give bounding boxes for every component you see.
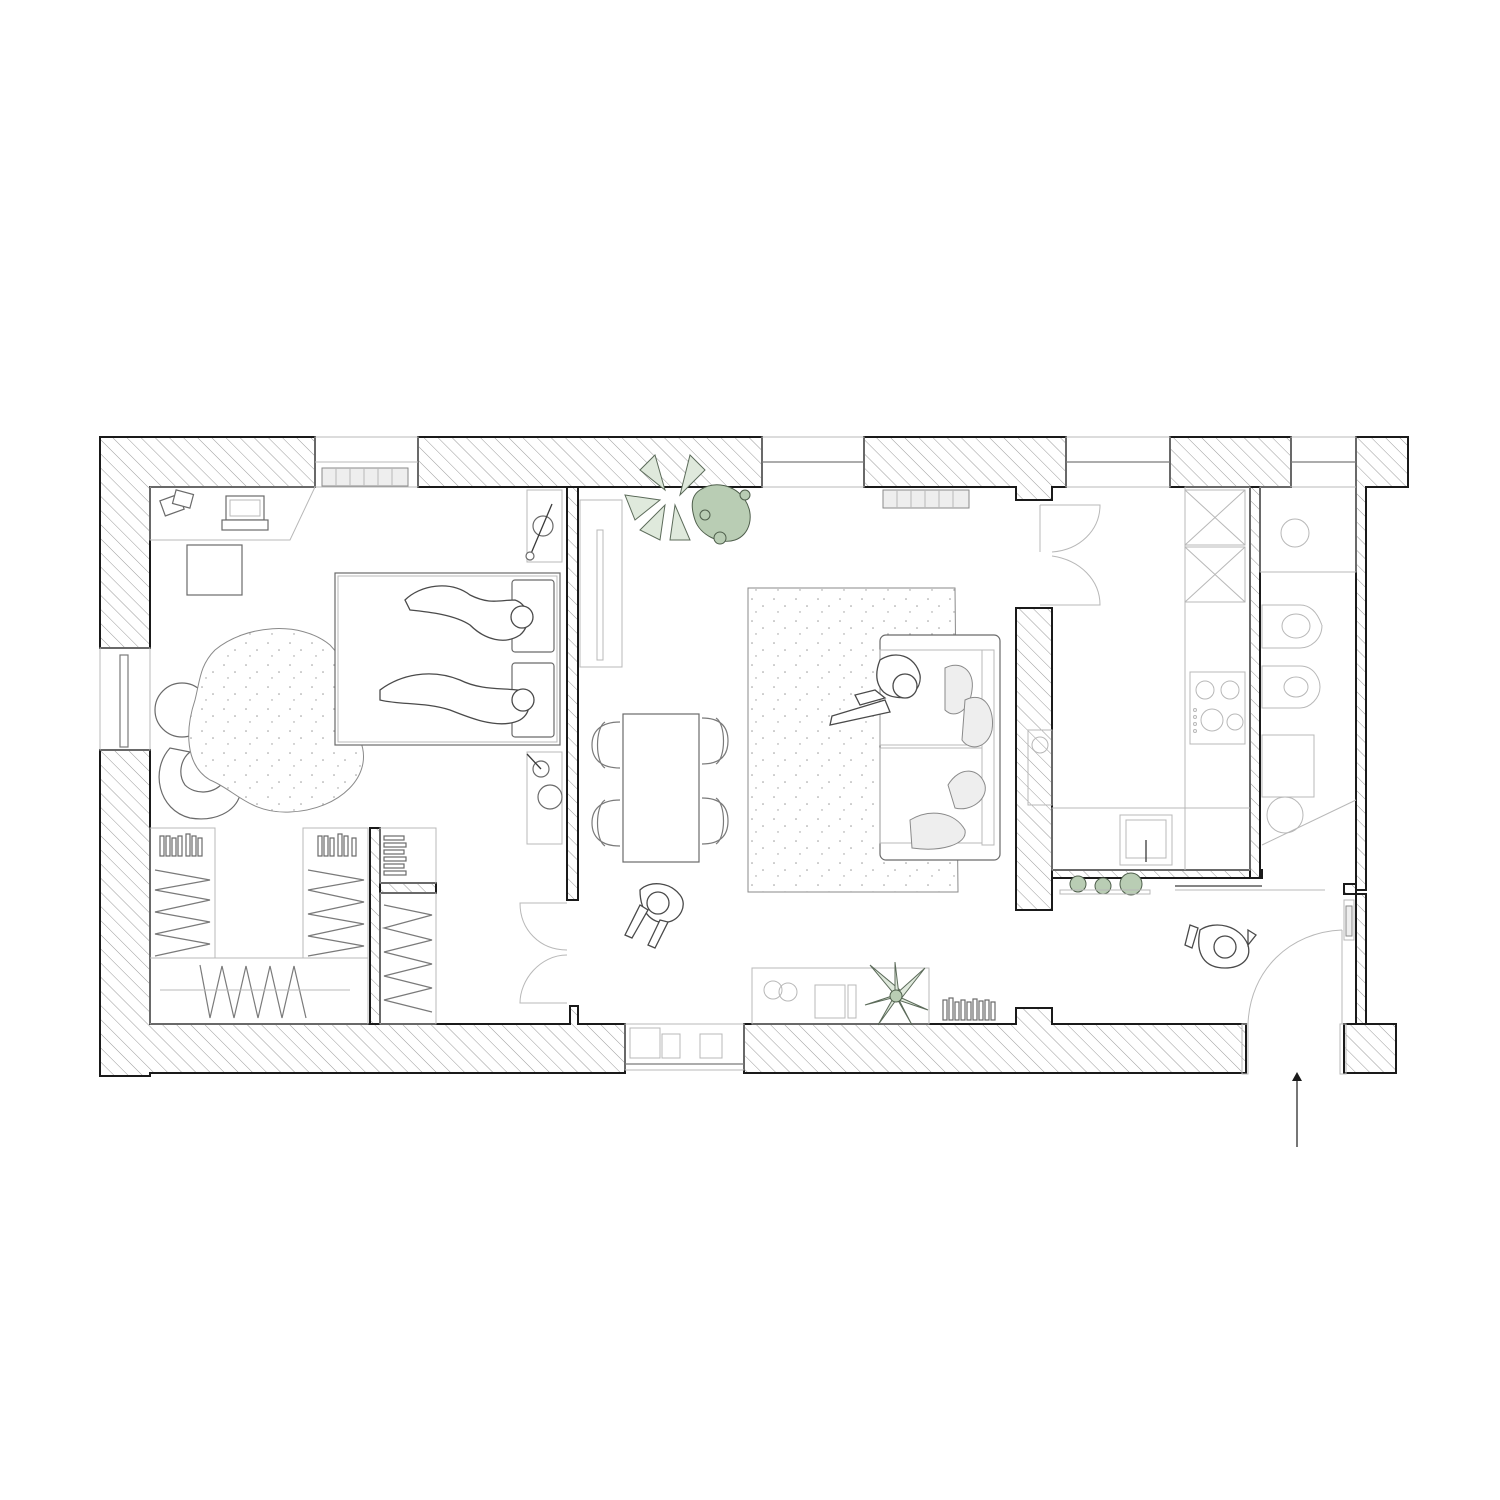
- cushion: [961, 696, 994, 748]
- bathroom: [1259, 486, 1357, 846]
- fridge: [1027, 729, 1053, 806]
- wall-closet-top: [379, 882, 437, 894]
- person-icon: [1184, 924, 1257, 969]
- bedroom: [149, 486, 563, 1025]
- sink: [1119, 814, 1173, 866]
- plant-icon: [1069, 875, 1087, 893]
- dining-chairs: [591, 717, 729, 847]
- round-rug: [188, 628, 364, 813]
- hanging-clothes: [381, 904, 433, 1013]
- nightstand: [526, 489, 563, 563]
- cooktop: [1189, 671, 1246, 745]
- dining-table: [622, 713, 700, 863]
- paper: [171, 489, 195, 509]
- radiator-icon: [321, 467, 409, 487]
- wall-top-left: [99, 436, 316, 649]
- bidet: [1261, 665, 1321, 709]
- wall-kitchen-right: [1249, 486, 1261, 879]
- door-kitchen-2: [1040, 555, 1101, 606]
- entrance-door: [1247, 929, 1343, 1025]
- door-bedroom-2: [519, 954, 568, 1004]
- wardrobe: [302, 827, 369, 959]
- desk: [149, 486, 316, 541]
- person-icon: [404, 585, 534, 641]
- hanging-clothes: [154, 869, 211, 957]
- windows: [99, 436, 1357, 1071]
- person-icon: [624, 883, 684, 949]
- laptop-icon: [221, 495, 269, 531]
- kitchen: [1027, 486, 1325, 896]
- radiator-icon: [882, 489, 970, 509]
- cushion: [947, 770, 986, 810]
- wall-bottom-right: [1343, 1023, 1397, 1074]
- books: [942, 997, 996, 1021]
- door-bedroom: [519, 902, 568, 951]
- plant-icon: [1094, 877, 1112, 895]
- person-icon: [379, 673, 535, 725]
- window-bottom: [624, 1023, 745, 1071]
- cushion: [909, 812, 966, 850]
- shelf: [379, 827, 437, 884]
- entrance: [1184, 899, 1355, 1147]
- wall-top-mid: [417, 436, 763, 488]
- door-kitchen: [1040, 504, 1101, 553]
- shelf-unit: [579, 499, 623, 668]
- wall-right-lower: [1355, 893, 1367, 1025]
- window-left: [99, 647, 151, 751]
- living-room: [519, 454, 1101, 1059]
- wall-closet: [369, 827, 381, 1025]
- wall-top-right: [1169, 436, 1292, 488]
- wall-top-corner: [1355, 436, 1409, 891]
- person-icon: [829, 654, 921, 726]
- wardrobe-bottom: [149, 957, 369, 1025]
- wardrobe-right: [379, 892, 437, 1025]
- plant-icon: [864, 961, 929, 1026]
- wall-right-small: [1343, 883, 1357, 895]
- hanging-clothes: [199, 964, 307, 1019]
- hanging-clothes: [307, 869, 365, 957]
- books: [159, 833, 407, 876]
- tv-console: [751, 967, 930, 1025]
- desk-chair: [186, 544, 243, 596]
- wall-kitchen: [1015, 607, 1053, 911]
- wall-kitchen-bottom: [1051, 869, 1263, 879]
- entrance-arrow-icon: [1292, 1072, 1302, 1147]
- plant-icon: [1119, 872, 1143, 896]
- sink-basin: [1280, 518, 1310, 548]
- plant-icon: [624, 454, 751, 545]
- washing-machine: [1261, 734, 1315, 798]
- wall-interior-bedroom: [566, 486, 579, 901]
- kitchen-counter: [1184, 486, 1251, 871]
- toilet: [1261, 604, 1323, 649]
